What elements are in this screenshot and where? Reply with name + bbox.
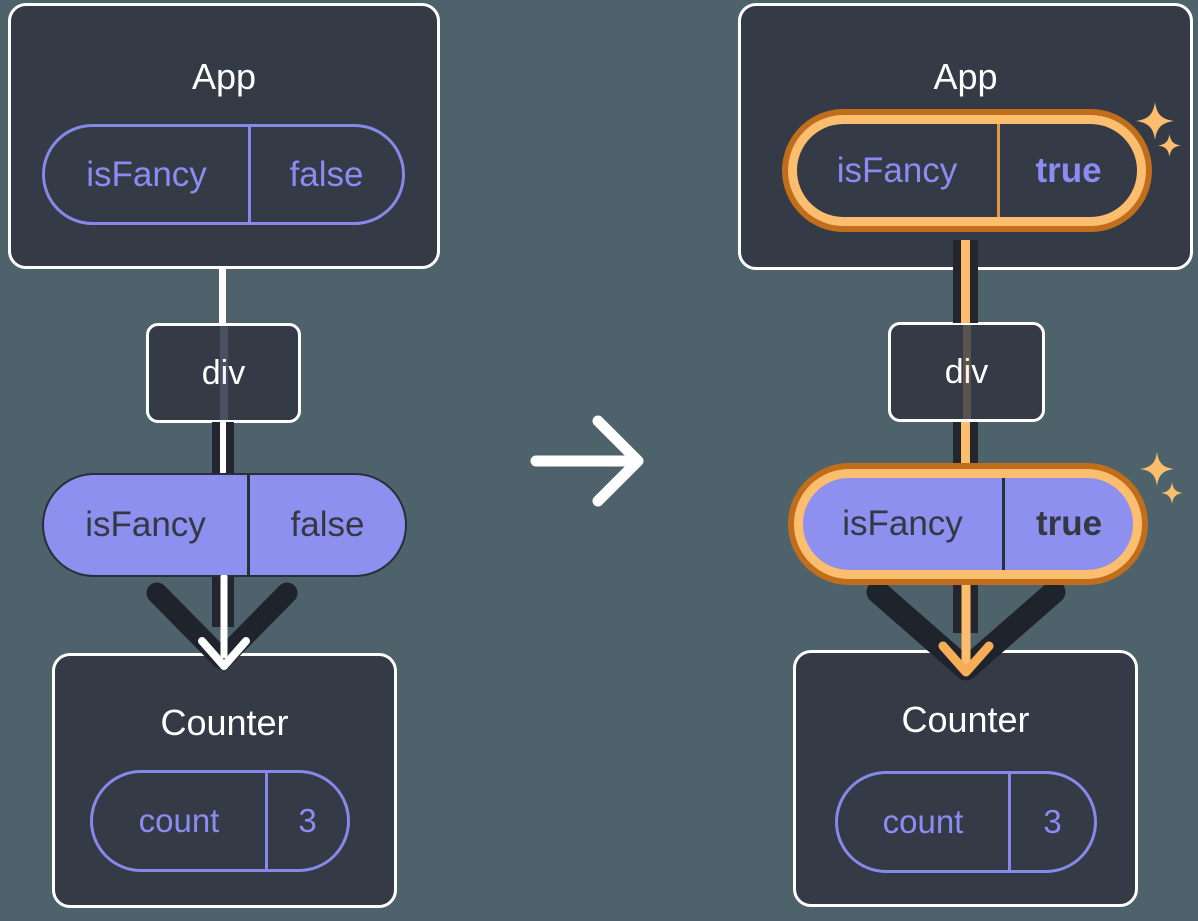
passed-prop-pill-before: isFancy false [42, 473, 407, 577]
counter-card-after: Counter count 3 [793, 650, 1138, 907]
sparkle-icon-large [1136, 102, 1174, 140]
div-to-pill-flow-line [212, 422, 234, 480]
prop-name: isFancy [85, 505, 206, 544]
prop-name: isFancy [836, 150, 958, 190]
app-to-div-connector [219, 266, 226, 324]
prop-flow-through-stripe [219, 326, 228, 420]
down-arrow-icon-after [866, 585, 1066, 681]
sparkle-star [1158, 134, 1181, 157]
prop-value: false [247, 475, 405, 575]
state-name: count [882, 803, 964, 840]
prop-value: true [997, 124, 1137, 217]
counter-state-pill-after: count 3 [835, 771, 1097, 873]
counter-title: Counter [901, 699, 1030, 740]
right-arrowhead [592, 415, 644, 507]
state-name: count [138, 802, 220, 839]
div-node-after: div [888, 322, 1045, 422]
transition-right-arrow-icon [530, 415, 644, 507]
sparkle-star [1136, 102, 1174, 140]
counter-card-before: Counter count 3 [52, 653, 397, 908]
arrowhead [198, 637, 250, 670]
sparkle-star [1140, 452, 1174, 486]
prop-value: false [248, 127, 402, 222]
sparkle-star [1161, 482, 1183, 504]
app-prop-pill-before: isFancy false [42, 124, 405, 225]
flow-core-line [220, 422, 226, 480]
app-card-before: App isFancy false [8, 3, 440, 269]
app-card-after: App isFancy true [738, 3, 1193, 270]
flow-core-line [961, 422, 970, 480]
prop-name: isFancy [86, 154, 207, 194]
passed-prop-pill-after-highlighted: isFancy true [794, 469, 1142, 579]
app-prop-pill-after-highlighted: isFancy true [788, 115, 1146, 226]
flow-core-line [961, 240, 970, 323]
sparkle-icon-small [1161, 482, 1183, 504]
state-value: 3 [1008, 774, 1094, 870]
counter-title: Counter [160, 702, 289, 743]
prop-value: true [1002, 478, 1133, 570]
prop-flow-through-stripe [962, 325, 971, 419]
sparkle-icon-small [1158, 134, 1181, 157]
app-title: App [191, 56, 257, 97]
prop-name: isFancy [842, 504, 963, 543]
state-value: 3 [265, 773, 347, 869]
sparkle-icon-large [1140, 452, 1174, 486]
div-label: div [201, 353, 246, 392]
div-label: div [944, 352, 989, 391]
counter-state-pill-before: count 3 [90, 770, 350, 872]
arrowhead [938, 641, 994, 677]
app-to-div-flow-line [953, 240, 978, 323]
app-title: App [933, 56, 998, 97]
down-arrow-icon-before [146, 575, 298, 670]
div-node-before: div [146, 323, 301, 423]
